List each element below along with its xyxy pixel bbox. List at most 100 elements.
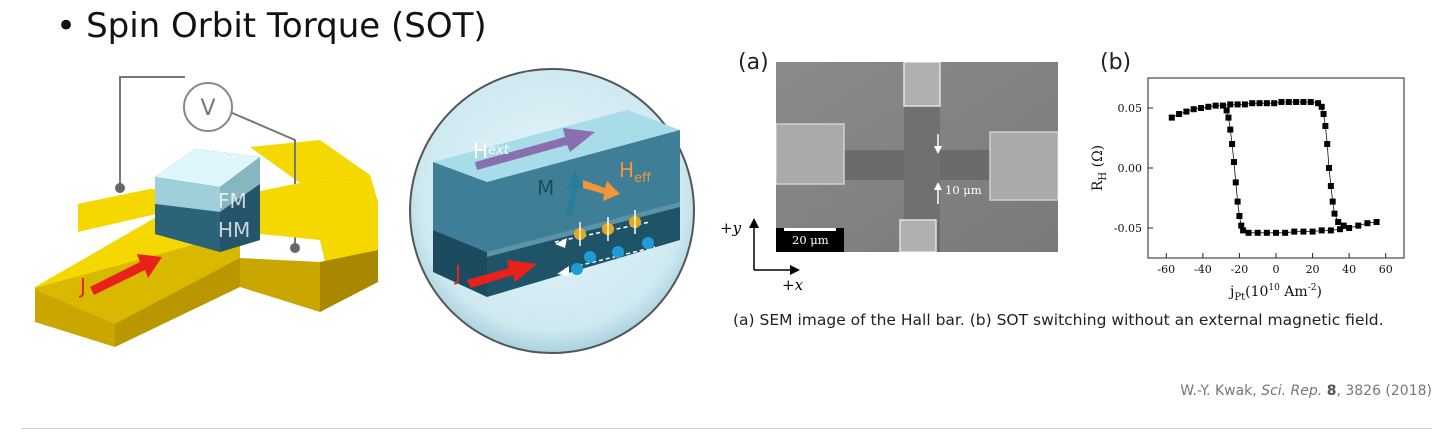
upper-branch-point <box>1198 105 1205 111</box>
footer-divider <box>22 428 1432 429</box>
upper-branch-point <box>1326 165 1333 171</box>
lower-branch-point <box>1309 228 1316 235</box>
device-slab-side <box>35 290 115 347</box>
x-tick-label: 40 <box>1342 263 1356 276</box>
lower-branch-point <box>1273 229 1279 236</box>
j-current-arrow <box>467 260 537 288</box>
upper-branch-point <box>1320 111 1327 117</box>
x-tick-label: -60 <box>1157 263 1175 276</box>
upper-branch-point <box>1324 141 1331 147</box>
upper-branch-point <box>1176 111 1183 117</box>
width-arrow-up <box>934 182 942 190</box>
h-ext-arrow <box>475 128 595 170</box>
scale-bar-box <box>776 228 844 252</box>
axis-y-label: +y <box>720 219 742 237</box>
panel-b-label: (b) <box>1100 50 1132 75</box>
lower-branch-point <box>1346 225 1353 231</box>
magnetization-arrow <box>565 170 583 216</box>
panel-a-label: (a) <box>738 50 769 75</box>
voltmeter-label: V <box>200 96 215 121</box>
j-current-label: J <box>453 261 461 285</box>
lower-branch-point <box>1234 198 1241 205</box>
lower-branch-point <box>1263 229 1270 236</box>
lower-branch-point <box>1364 220 1371 227</box>
fm-layer-front <box>487 130 680 252</box>
hall-device-schematic: FM HM V J <box>35 76 378 347</box>
lower-branch-point <box>1254 229 1261 236</box>
axis-indicator: +y +x <box>720 218 804 294</box>
axis-x-arrow <box>790 265 800 275</box>
lower-branch-point <box>1232 179 1239 186</box>
lower-branch-point <box>1227 126 1234 133</box>
x-tick-label: 0 <box>1273 263 1280 276</box>
x-tick-label: 20 <box>1306 263 1320 276</box>
current-arrow <box>90 254 162 295</box>
axis-y-arrow <box>749 218 759 228</box>
upper-branch-point <box>1205 103 1212 110</box>
upper-branch-point <box>1168 114 1175 121</box>
lower-branch-point <box>1291 228 1298 235</box>
lower-branch-point <box>1355 222 1362 229</box>
upper-branch-point <box>1234 101 1241 108</box>
lower-branch-point <box>1245 229 1252 236</box>
y-tick-label: 0.00 <box>1118 162 1143 175</box>
lower-branch-point <box>1223 107 1230 114</box>
upper-branch-point <box>1335 219 1342 225</box>
lower-branch-point <box>1225 114 1232 121</box>
figure-caption: (a) SEM image of the Hall bar. (b) SOT s… <box>733 311 1384 329</box>
upper-branch-point <box>1322 123 1329 129</box>
upper-branch-point <box>1293 99 1300 105</box>
lower-branch-point <box>1282 229 1289 236</box>
x-tick-label: -20 <box>1231 263 1249 276</box>
lower-branch-point <box>1337 226 1343 233</box>
upper-branch-point <box>1315 100 1322 107</box>
fm-label: FM <box>218 189 247 213</box>
upper-branch-point <box>1212 102 1219 109</box>
upper-branch-point <box>1271 100 1278 107</box>
pad-bottom <box>899 219 937 252</box>
scale-bar-label: 20 μm <box>792 233 829 247</box>
y-axis-label: RH (Ω) <box>1090 145 1109 191</box>
hm-label: HM <box>218 218 250 242</box>
lower-branch-point <box>1318 227 1325 234</box>
lower-branch-point <box>1300 228 1307 235</box>
upper-branch-point <box>1285 99 1292 105</box>
h-ext-label: H <box>473 139 488 163</box>
x-axis-label: jPt(1010 Am-2) <box>1228 283 1322 303</box>
lower-branch-line <box>1226 110 1377 234</box>
voltmeter-circle <box>183 82 233 132</box>
upper-branch-point <box>1190 106 1197 113</box>
upper-branch-point <box>1219 102 1226 109</box>
upper-branch-point <box>1249 100 1256 107</box>
upper-branch-point <box>1318 103 1325 110</box>
lower-branch-point <box>1327 227 1334 234</box>
upper-branch-point <box>1307 99 1314 105</box>
lower-branch-point <box>1373 219 1380 225</box>
slide-title: •Spin Orbit Torque (SOT) <box>56 6 487 46</box>
wire-left <box>119 76 185 188</box>
pad-top <box>903 62 941 107</box>
x-tick-label: 60 <box>1379 263 1393 276</box>
upper-branch-point <box>1340 222 1347 229</box>
upper-branch-point <box>1327 183 1334 189</box>
lower-branch-point <box>1238 222 1245 229</box>
lower-branch-point <box>1229 141 1236 147</box>
upper-branch-point <box>1183 108 1190 115</box>
contact-dot-left <box>115 183 125 193</box>
axis-x-label: +x <box>782 276 804 294</box>
h-eff-label: H <box>619 158 634 182</box>
sot-layer-diagram: Hext M Heff J <box>409 68 695 354</box>
current-label: J <box>78 274 86 298</box>
y-tick-label: -0.05 <box>1114 222 1142 235</box>
lower-branch-point <box>1230 159 1237 165</box>
x-tick-label: -40 <box>1194 263 1212 276</box>
upper-branch-line <box>1171 101 1344 226</box>
width-label: 10 μm <box>945 183 982 197</box>
pad-left <box>776 123 845 185</box>
upper-branch-point <box>1300 99 1307 105</box>
h-eff-arrow <box>583 180 620 201</box>
lower-branch-point <box>1240 227 1247 234</box>
upper-branch-point <box>1329 198 1336 205</box>
width-arrow-down <box>934 146 942 154</box>
